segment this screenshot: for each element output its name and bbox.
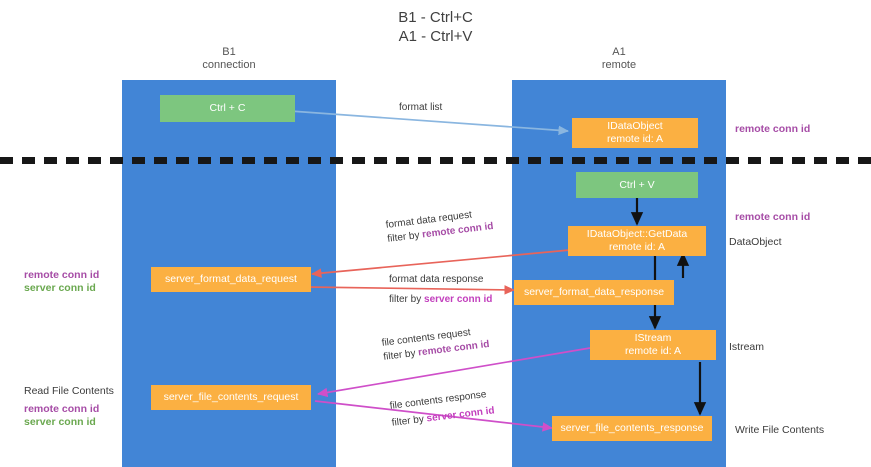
token-server-conn-id: server conn id bbox=[424, 294, 493, 305]
node-server-file-contents-request[interactable]: server_file_contents_request bbox=[151, 385, 311, 410]
column-header-b1: B1 connection bbox=[202, 46, 256, 71]
edge-label-format-data-request: format data request filter by remote con… bbox=[385, 209, 495, 245]
edge-label-file-contents-request: file contents request filter by remote c… bbox=[381, 327, 491, 363]
edge-label-format-data-response: format data response filter by server co… bbox=[389, 274, 493, 305]
node-server-format-data-response[interactable]: server_format_data_response bbox=[514, 280, 674, 305]
node-idataobject[interactable]: IDataObject remote id: A bbox=[572, 118, 698, 148]
column-header-a1: A1 remote bbox=[601, 46, 637, 71]
edge-label-file-contents-response: file contents response filter by server … bbox=[389, 389, 496, 429]
node-ctrl-v[interactable]: Ctrl + V bbox=[576, 172, 698, 198]
node-istream[interactable]: IStream remote id: A bbox=[590, 330, 716, 360]
annotation-istream: Istream bbox=[729, 341, 765, 353]
section-divider-dashed bbox=[0, 157, 871, 164]
annotation-read-file-contents: Read File Contents bbox=[24, 385, 114, 397]
annotation-left-remote-conn-id: remote conn id bbox=[24, 269, 100, 281]
node-ctrl-c[interactable]: Ctrl + C bbox=[160, 95, 295, 122]
node-server-file-contents-response[interactable]: server_file_contents_response bbox=[552, 416, 712, 441]
annotation-dataobject: DataObject bbox=[729, 236, 782, 248]
node-idataobject-getdata[interactable]: IDataObject::GetData remote id: A bbox=[568, 226, 706, 256]
annotation-write-file-contents: Write File Contents bbox=[735, 424, 825, 436]
annotation-left-remote-conn-id-2: remote conn id bbox=[24, 403, 100, 415]
node-server-format-data-request[interactable]: server_format_data_request bbox=[151, 267, 311, 292]
annotation-remote-conn-id-mid: remote conn id bbox=[735, 211, 811, 223]
annotation-remote-conn-id-top: remote conn id bbox=[735, 123, 811, 135]
annotation-left-server-conn-id: server conn id bbox=[24, 282, 96, 294]
edge-label-format-list: format list bbox=[399, 102, 443, 113]
page-title: B1 - Ctrl+C A1 - Ctrl+V bbox=[398, 9, 473, 45]
annotation-left-server-conn-id-2: server conn id bbox=[24, 416, 96, 428]
